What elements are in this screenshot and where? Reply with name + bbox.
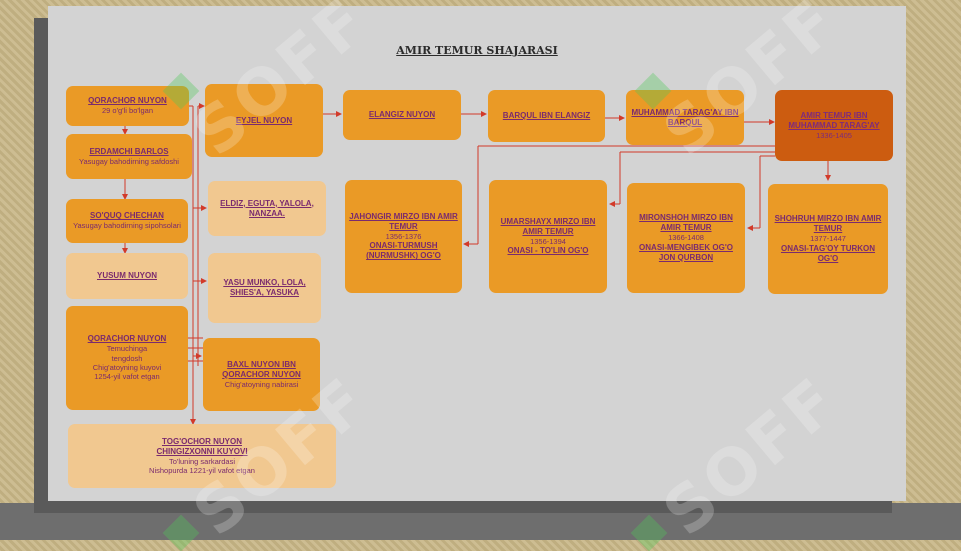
- node-togochor-nuyon: TOG'OCHOR NUYON CHINGIZXONNI KUYOVI To'l…: [68, 424, 336, 488]
- node-name: EYJEL NUYON: [235, 115, 293, 125]
- node-name: SHOHRUH MIRZO IBN AMIR TEMUR: [774, 214, 882, 234]
- node-name: QORACHOR NUYON: [87, 334, 167, 344]
- node-muhammad-taragay: MUHAMMAD TARAG'AY IBN BARQUL: [626, 90, 744, 145]
- node-soquq-chechan: SO'QUQ CHECHAN Yasugay bahodirning sipoh…: [66, 199, 188, 243]
- node-shohruh-mirzo: SHOHRUH MIRZO IBN AMIR TEMUR 1377-1447 O…: [768, 184, 888, 294]
- node-sub: tengdosh: [111, 353, 143, 363]
- node-years: 1356-1394: [530, 236, 566, 246]
- node-name: JAHONGIR MIRZO IBN AMIR TEMUR: [349, 211, 458, 231]
- node-eldiz: ELDIZ, EGUTA, YALOLA, NANZAA.: [208, 181, 326, 236]
- node-name: QORACHOR NUYON: [88, 96, 167, 106]
- node-mother: ONASI-MENGIBEK OG'O JON QURBON: [639, 242, 733, 262]
- node-years: 1356-1376: [385, 231, 422, 241]
- node-yusum-nuyon: YUSUM NUYON: [66, 253, 188, 299]
- node-name: UMARSHAYX MIRZO IBN AMIR TEMUR: [500, 216, 596, 236]
- node-years: 1377-1447: [810, 234, 846, 244]
- diagram-title: AMIR TEMUR SHAJARASI: [396, 44, 558, 57]
- node-erdamchi-barlos: ERDAMCHI BARLOS Yasugay bahodirning safd…: [66, 134, 192, 179]
- node-name: TOG'OCHOR NUYON: [162, 436, 242, 446]
- node-name: ERDAMCHI BARLOS: [89, 146, 169, 156]
- node-baxl-nuyon: BAXL NUYON IBN QORACHOR NUYON Chig'atoyn…: [203, 338, 320, 411]
- slide: AMIR TEMUR SHAJARASI: [48, 6, 906, 501]
- node-years: 1366-1408: [668, 233, 704, 243]
- node-sub: Chig'atoyning kuyovi: [92, 363, 162, 372]
- node-sub: 1336-1405: [816, 130, 852, 140]
- connector-lines: [122, 103, 831, 425]
- node-name: ELANGIZ NUYON: [368, 110, 436, 119]
- node-mother: ONASI-TURMUSH (NURMUSHK) OG'O: [366, 241, 441, 261]
- node-name: YUSUM NUYON: [96, 271, 157, 280]
- node-name: MUHAMMAD TARAG'AY IBN BARQUL: [631, 107, 739, 127]
- node-umarshayx-mirzo: UMARSHAYX MIRZO IBN AMIR TEMUR 1356-1394…: [489, 180, 607, 293]
- node-sub: 29 o'g'li bo'lgan: [101, 106, 153, 116]
- node-name: ELDIZ, EGUTA, YALOLA, NANZAA.: [220, 198, 314, 218]
- node-sub: Chig'atoyning nabirasi: [224, 379, 299, 389]
- node-jahongir-mirzo: JAHONGIR MIRZO IBN AMIR TEMUR 1356-1376 …: [345, 180, 462, 293]
- node-name: BAXL NUYON IBN QORACHOR NUYON: [222, 359, 301, 379]
- node-sub: 1254-yil vafot etgan: [94, 372, 160, 382]
- node-yasu-munko: YASU MUNKO, LOLA, SHIES'A, YASUKA: [208, 253, 321, 323]
- node-mother: ONASI-TAG'OY TURKON OG'O: [780, 243, 876, 263]
- node-barqul: BARQUL IBN ELANGIZ: [488, 90, 605, 142]
- node-sub: Yasugay bahodirning safdoshi: [79, 156, 179, 166]
- node-elangiz-nuyon: ELANGIZ NUYON: [343, 90, 461, 140]
- node-sub: Yasugay bahodirning sipohsolari: [73, 221, 181, 231]
- node-sub: Temuchinga: [106, 344, 148, 354]
- node-qorachor-nuyon-2: QORACHOR NUYON Temuchinga tengdosh Chig'…: [66, 306, 188, 410]
- node-mother: ONASI - TO'LIN OG'O: [507, 246, 589, 256]
- node-sub: To'luning sarkardasi: [168, 456, 236, 466]
- node-sub: Nishopurda 1221-yil vafot etgan: [149, 466, 255, 475]
- node-eyjel-nuyon: EYJEL NUYON: [205, 84, 323, 157]
- node-name: MIRONSHOH MIRZO IBN AMIR TEMUR: [639, 213, 733, 233]
- node-name: SO'QUQ CHECHAN: [90, 211, 164, 221]
- node-name: CHINGIZXONNI KUYOVI: [156, 446, 248, 456]
- node-qorachor-nuyon: QORACHOR NUYON 29 o'g'li bo'lgan: [66, 86, 189, 126]
- node-name: AMIR TEMUR IBN MUHAMMAD TARAG'AY: [788, 110, 880, 130]
- node-name: BARQUL IBN ELANGIZ: [502, 111, 591, 120]
- node-amir-temur: AMIR TEMUR IBN MUHAMMAD TARAG'AY 1336-14…: [775, 90, 893, 161]
- node-name: YASU MUNKO, LOLA, SHIES'A, YASUKA: [223, 278, 306, 297]
- node-mironshoh-mirzo: MIRONSHOH MIRZO IBN AMIR TEMUR 1366-1408…: [627, 183, 745, 293]
